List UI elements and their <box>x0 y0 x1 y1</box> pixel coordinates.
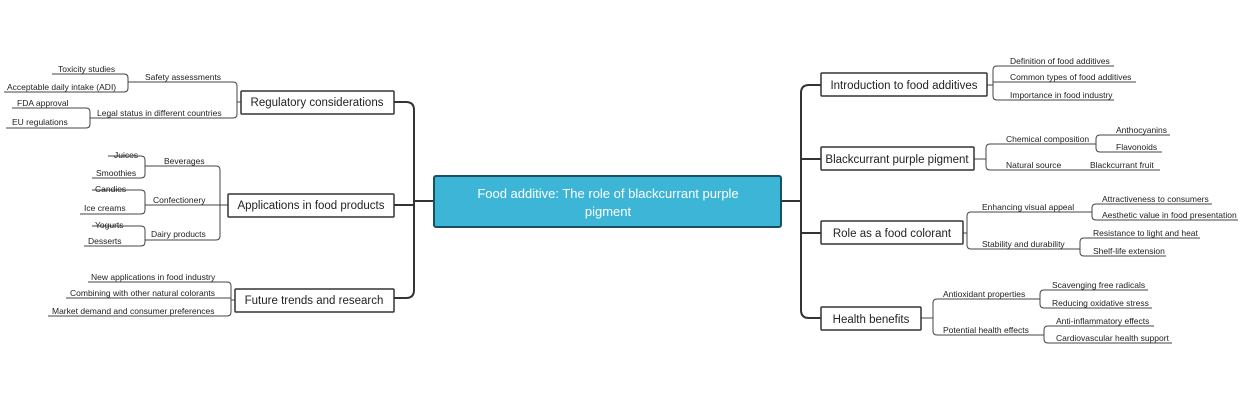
intro-to-leaves <box>987 65 1136 101</box>
subtopic-dairy-products[interactable]: Dairy products <box>151 229 206 239</box>
leaf-aesthetic-value[interactable]: Aesthetic value in food presentation <box>1102 210 1237 220</box>
branch-regulatory-considerations[interactable]: Regulatory considerations <box>240 90 395 115</box>
subtopic-chemical-composition[interactable]: Chemical composition <box>1006 134 1089 144</box>
subtopic-health-effects[interactable]: Potential health effects <box>943 325 1029 335</box>
branch-future-box <box>234 288 395 313</box>
effects-to-leaves <box>1032 325 1172 344</box>
leaf-candies[interactable]: Candies <box>95 184 126 194</box>
left-labels: Safety assessments Toxicity studies Acce… <box>7 64 222 316</box>
branch-food-colorant[interactable]: Role as a food colorant <box>820 220 964 245</box>
leaf-attractiveness[interactable]: Attractiveness to consumers <box>1102 194 1209 204</box>
right-labels: Definition of food additives Common type… <box>943 56 1237 343</box>
branch-health-label: Health benefits <box>833 314 910 326</box>
leaf-ice-creams[interactable]: Ice creams <box>84 203 126 213</box>
leaf-smoothies[interactable]: Smoothies <box>96 168 136 178</box>
right-sub-connectors <box>921 65 1238 344</box>
beverages-to-leaves <box>92 155 148 179</box>
central-title-line2: pigment <box>585 204 632 219</box>
visual-to-leaves <box>1076 203 1238 221</box>
future-to-leaves <box>48 281 235 317</box>
branch-applications-label: Applications in food products <box>237 200 384 212</box>
leaf-desserts[interactable]: Desserts <box>88 236 122 246</box>
pigment-to-sub <box>974 143 1160 171</box>
leaf-flavonoids[interactable]: Flavonoids <box>1116 142 1157 152</box>
health-to-sub <box>921 298 1032 336</box>
branch-health-box <box>820 306 922 331</box>
leaf-cardiovascular[interactable]: Cardiovascular health support <box>1056 333 1170 343</box>
subtopic-visual-appeal[interactable]: Enhancing visual appeal <box>982 202 1074 212</box>
leaf-scavenging[interactable]: Scavenging free radicals <box>1052 280 1145 290</box>
branch-health-benefits[interactable]: Health benefits <box>820 306 922 331</box>
connector-central-right <box>781 84 821 319</box>
leaf-adi[interactable]: Acceptable daily intake (ADI) <box>7 82 116 92</box>
connector-central-left <box>394 101 434 299</box>
leaf-definition[interactable]: Definition of food additives <box>1010 56 1110 66</box>
leaf-combining-colorants[interactable]: Combining with other natural colorants <box>70 288 215 298</box>
subtopic-safety-assessments[interactable]: Safety assessments <box>145 72 221 82</box>
central-topic[interactable]: Food additive: The role of blackcurrant … <box>433 175 782 228</box>
branch-blackcurrant-pigment[interactable]: Blackcurrant purple pigment <box>820 146 975 171</box>
leaf-fda-approval[interactable]: FDA approval <box>17 98 69 108</box>
branch-intro-box <box>820 72 988 97</box>
stability-to-leaves <box>1068 237 1200 257</box>
branch-future-label: Future trends and research <box>245 295 384 307</box>
subtopic-legal-status[interactable]: Legal status in different countries <box>97 108 222 118</box>
antioxidant-to-leaves <box>1030 289 1152 309</box>
central-title-line1: Food additive: The role of blackcurrant … <box>477 186 738 201</box>
branch-applications-box <box>227 193 395 218</box>
branch-pigment-box <box>820 146 975 171</box>
leaf-common-types[interactable]: Common types of food additives <box>1010 72 1131 82</box>
branch-introduction[interactable]: Introduction to food additives <box>820 72 988 97</box>
leaf-importance[interactable]: Importance in food industry <box>1010 90 1113 100</box>
leaf-yogurts[interactable]: Yogurts <box>95 220 124 230</box>
subtopic-beverages[interactable]: Beverages <box>164 156 205 166</box>
branch-regulatory-box <box>240 90 395 115</box>
leaf-juices[interactable]: Juices <box>114 150 138 160</box>
leaf-eu-regulations[interactable]: EU regulations <box>12 117 68 127</box>
chemical-to-leaves <box>1092 134 1170 153</box>
dairy-to-leaves <box>84 225 148 247</box>
app-to-sub <box>148 165 228 241</box>
leaf-resistance[interactable]: Resistance to light and heat <box>1093 228 1199 238</box>
branch-pigment-label: Blackcurrant purple pigment <box>825 154 969 166</box>
subtopic-confectionery[interactable]: Confectionery <box>153 195 206 205</box>
left-sub-connectors <box>4 73 241 317</box>
central-topic-box <box>433 175 782 228</box>
safety-to-leaves <box>4 73 132 93</box>
branch-future-trends[interactable]: Future trends and research <box>234 288 395 313</box>
subtopic-antioxidant[interactable]: Antioxidant properties <box>943 289 1025 299</box>
reg-to-sub <box>94 81 241 119</box>
leaf-blackcurrant-fruit[interactable]: Blackcurrant fruit <box>1090 160 1154 170</box>
branch-colorant-label: Role as a food colorant <box>833 228 952 240</box>
subtopic-stability[interactable]: Stability and durability <box>982 239 1065 249</box>
branch-regulatory-label: Regulatory considerations <box>251 97 384 109</box>
branch-intro-label: Introduction to food additives <box>830 80 977 92</box>
leaf-market-demand[interactable]: Market demand and consumer preferences <box>52 306 215 316</box>
leaf-reducing-stress[interactable]: Reducing oxidative stress <box>1052 298 1149 308</box>
leaf-anthocyanins[interactable]: Anthocyanins <box>1116 125 1167 135</box>
subtopic-natural-source[interactable]: Natural source <box>1006 160 1062 170</box>
branch-applications-in-food-products[interactable]: Applications in food products <box>227 193 395 218</box>
leaf-shelf-life[interactable]: Shelf-life extension <box>1093 246 1165 256</box>
branch-colorant-box <box>820 220 964 245</box>
legal-to-leaves <box>6 107 94 129</box>
leaf-anti-inflammatory[interactable]: Anti-inflammatory effects <box>1056 316 1149 326</box>
main-connectors <box>394 84 821 319</box>
confectionery-to-leaves <box>80 189 148 215</box>
leaf-toxicity-studies[interactable]: Toxicity studies <box>58 64 115 74</box>
leaf-new-applications[interactable]: New applications in food industry <box>91 272 216 282</box>
